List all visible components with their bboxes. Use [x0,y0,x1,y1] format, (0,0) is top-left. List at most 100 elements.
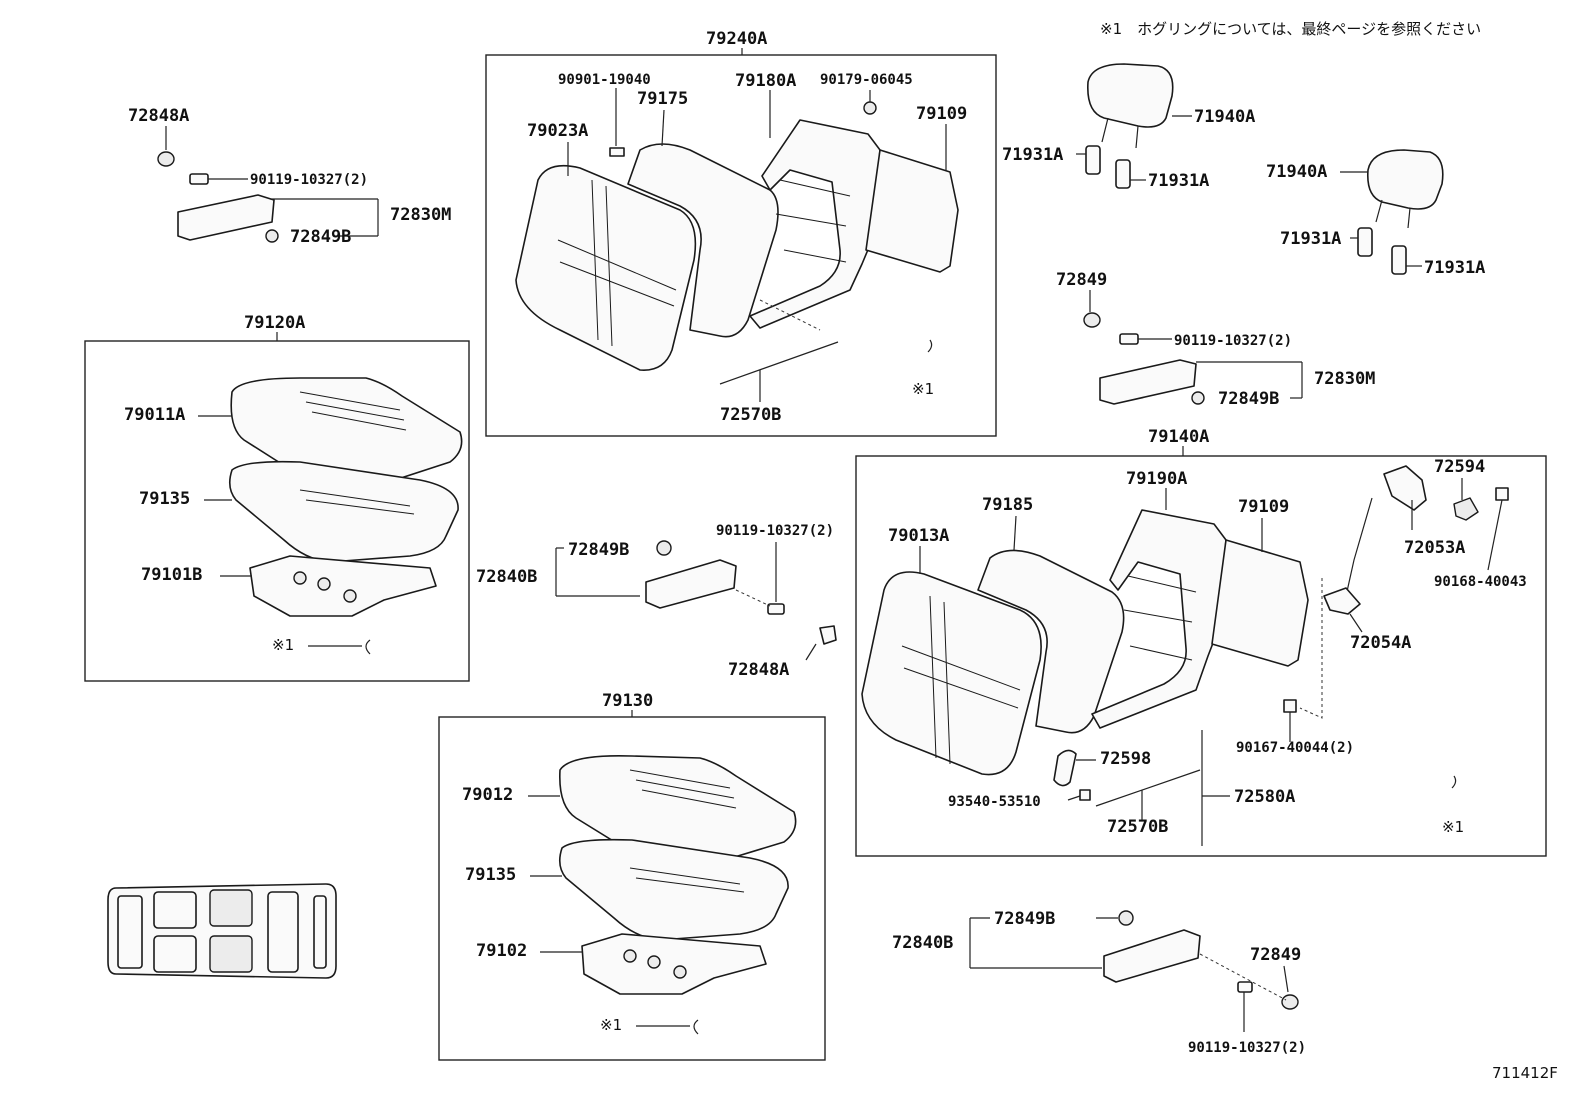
seat-part [209,889,253,927]
label-79023A[interactable]: 79023A [527,121,588,141]
label-79135[interactable]: 79135 [465,865,516,885]
label-hog-ring-ref[interactable]: ※1 [1442,818,1464,836]
cap-part [1118,910,1134,926]
label-72570B[interactable]: 72570B [1107,817,1168,837]
label-79013A[interactable]: 79013A [888,526,949,546]
group-title-79120A[interactable]: 79120A [244,313,305,333]
label-71931A[interactable]: 71931A [1280,229,1341,249]
label-71931A[interactable]: 71931A [1424,258,1485,278]
center-armrest-group: 72849B 90119-10327(2) 72840B 72848A [476,523,837,680]
recliner-group: 72594 72053A 90168-40043 72054A [1323,457,1527,653]
label-90168-40043[interactable]: 90168-40043 [1434,574,1527,590]
guide-part [1357,227,1373,257]
label-72849[interactable]: 72849 [1056,270,1107,290]
label-72848A[interactable]: 72848A [128,106,189,126]
cushion-frame-part [581,933,767,995]
group-title-79130[interactable]: 79130 [602,691,653,711]
group-79240A: 79240A 90901-19040 79175 79180A 90179-06… [485,29,997,437]
label-72594[interactable]: 72594 [1434,457,1485,477]
screw-part [609,147,625,157]
seatback-pad-part [627,143,779,338]
bolt-part [1237,981,1253,993]
headrest-group: 71940A 71931A 71931A 71940A 71931A 71931… [1002,63,1485,278]
label-79175[interactable]: 79175 [637,89,688,109]
label-79190A[interactable]: 79190A [1126,469,1187,489]
label-71940A[interactable]: 71940A [1266,162,1327,182]
label-90179-06045[interactable]: 90179-06045 [820,72,913,88]
clip-part [265,229,279,243]
clip-part [1191,391,1205,405]
label-79101B[interactable]: 79101B [141,565,202,585]
seat-part [153,935,197,973]
label-72849B[interactable]: 72849B [994,909,1055,929]
label-79109[interactable]: 79109 [916,104,967,124]
label-90167-40044[interactable]: 90167-40044(2) [1236,740,1354,756]
seat-part [153,891,197,929]
label-90119-10327[interactable]: 90119-10327(2) [716,523,834,539]
label-hog-ring-ref[interactable]: ※1 [912,380,934,398]
label-79135[interactable]: 79135 [139,489,190,509]
headrest-part [1366,149,1444,210]
label-72580A[interactable]: 72580A [1234,787,1295,807]
lower-armrest-group: 72849B 72840B 72849 90119-10327(2) [892,909,1306,1056]
label-72849B[interactable]: 72849B [290,227,351,247]
group-title-79140A[interactable]: 79140A [1148,427,1209,447]
label-72849B[interactable]: 72849B [568,540,629,560]
label-90119-10327[interactable]: 90119-10327(2) [1188,1040,1306,1056]
bolt-part [767,603,785,615]
label-72830M[interactable]: 72830M [1314,369,1375,389]
label-72598[interactable]: 72598 [1100,749,1151,769]
label-90119-10327[interactable]: 90119-10327(2) [250,172,368,188]
figure-code: 711412F [1492,1064,1558,1082]
upper-left-armrest-group: 72848A 90119-10327(2) 72830M 72849B [128,106,451,247]
armrest-part [1099,359,1197,405]
label-72840B[interactable]: 72840B [476,567,537,587]
guide-part [1085,145,1101,175]
label-72849B[interactable]: 72849B [1218,389,1279,409]
label-hog-ring-ref[interactable]: ※1 [600,1016,622,1034]
label-79109[interactable]: 79109 [1238,497,1289,517]
armrest-part [1103,929,1201,983]
armrest-part [177,194,275,241]
label-79180A[interactable]: 79180A [735,71,796,91]
label-79012[interactable]: 79012 [462,785,513,805]
label-79011A[interactable]: 79011A [124,405,185,425]
label-79185[interactable]: 79185 [982,495,1033,515]
label-72848A[interactable]: 72848A [728,660,789,680]
screw-part [1079,789,1091,801]
group-79120A: 79120A 79011A 79135 79101B ※1 [84,313,470,682]
label-90119-10327[interactable]: 90119-10327(2) [1174,333,1292,349]
seatback-cover-part [861,571,1042,776]
adjuster-part [1383,465,1427,511]
group-frame [84,340,470,682]
group-79130: 79130 79012 79135 79102 ※1 [438,691,826,1061]
label-72054A[interactable]: 72054A [1350,633,1411,653]
label-72840B[interactable]: 72840B [892,933,953,953]
seat-part [267,891,299,973]
label-90901-19040[interactable]: 90901-19040 [558,72,651,88]
knob-part [1453,497,1479,521]
label-72053A[interactable]: 72053A [1404,538,1465,558]
cap-part [157,151,175,167]
nut-part [863,101,877,115]
label-93540-53510[interactable]: 93540-53510 [948,794,1041,810]
screw-part [1495,487,1509,501]
group-79140A: 79140A 79185 79190A 79109 79013A 72598 9… [855,427,1547,857]
group-title-79240A[interactable]: 79240A [706,29,767,49]
screw-part [1283,699,1297,713]
label-71931A[interactable]: 71931A [1148,171,1209,191]
label-hog-ring-ref[interactable]: ※1 [272,636,294,654]
bolt-part [189,173,209,185]
label-72830M[interactable]: 72830M [390,205,451,225]
seat-part [117,895,143,969]
label-79102[interactable]: 79102 [476,941,527,961]
lock-part [1323,587,1361,615]
label-72849[interactable]: 72849 [1250,945,1301,965]
back-board-part [1211,539,1309,667]
label-71931A[interactable]: 71931A [1002,145,1063,165]
group-frame [485,54,997,437]
label-72570B[interactable]: 72570B [720,405,781,425]
guide-part [1391,245,1407,275]
label-71940A[interactable]: 71940A [1194,107,1255,127]
